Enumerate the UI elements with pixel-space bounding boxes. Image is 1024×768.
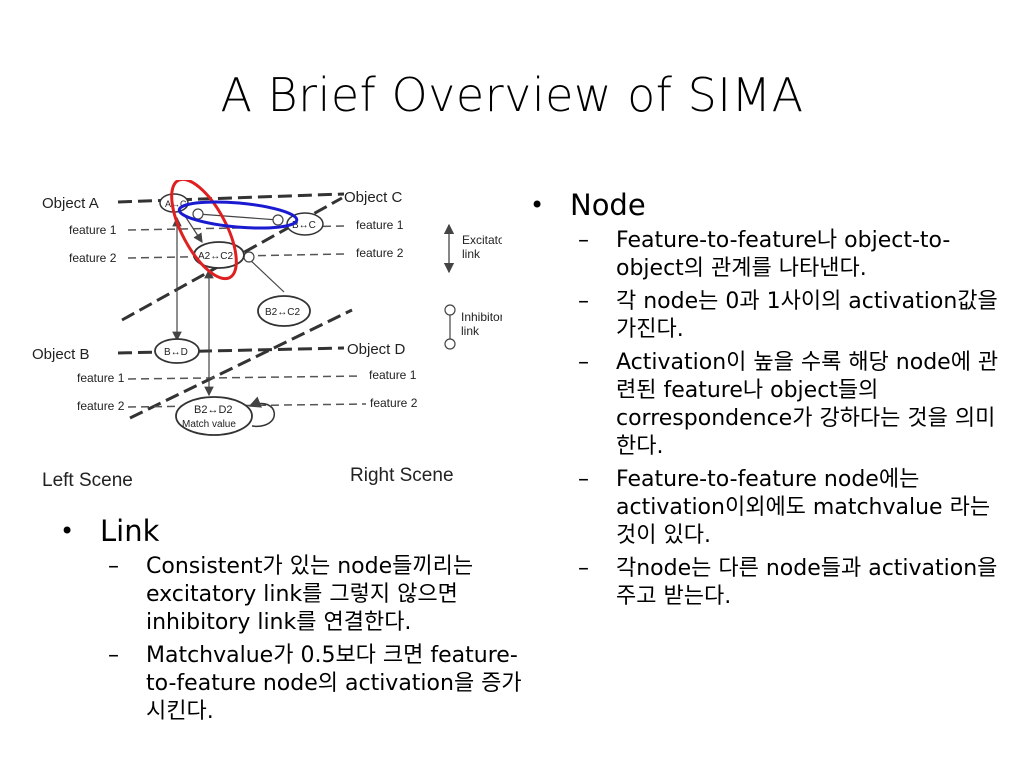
inhibitory-legend-label: link — [461, 324, 480, 338]
feature-line — [127, 375, 363, 380]
blue-highlight — [177, 200, 299, 230]
node-bd — [154, 338, 200, 364]
feature1-label-a: feature 1 — [69, 223, 117, 237]
node-item: –각node는 다른 node들과 activation을 주고 받는다. — [578, 556, 998, 609]
feature1-label-d: feature 1 — [369, 368, 417, 382]
node-item: –각 node는 0과 1사이의 activation값을 가진다. — [578, 289, 998, 342]
inhibitory-legend-label: Inhibitory — [461, 310, 502, 324]
inhibitory-link-end — [192, 208, 204, 220]
inhibitory-legend-end — [444, 338, 456, 350]
inhibitory-link — [247, 257, 285, 293]
slide-title: A Brief Overview of SIMA — [220, 68, 804, 122]
object-d-label: Object D — [347, 341, 406, 358]
right-scene-label: Right Scene — [350, 465, 454, 486]
feature2-label-a: feature 2 — [69, 251, 117, 265]
left-scene-label: Left Scene — [42, 470, 133, 491]
node-b2d2 — [175, 396, 253, 436]
feature2-label-c: feature 2 — [356, 246, 404, 260]
inhibitory-link-end — [272, 214, 284, 226]
scene-diagonal-lower — [129, 308, 353, 420]
node-item: –Feature-to-feature node에는 activation이외에… — [578, 467, 991, 548]
node-b2c2 — [257, 295, 311, 327]
link-item: –Consistent가 있는 node들끼리는 excitatory link… — [108, 554, 474, 635]
feature2-label-b: feature 2 — [77, 399, 125, 413]
excitatory-legend-label: link — [462, 247, 481, 261]
object-a-line — [117, 192, 345, 204]
node-section: Node –Feature-to-feature나 object-to-obje… — [524, 188, 1014, 611]
node-item: –Feature-to-feature나 object-to-object의 관… — [578, 228, 951, 281]
inhibitory-link — [197, 213, 279, 221]
excitatory-arrow — [184, 215, 203, 244]
node-item: –Activation이 높을 수록 해당 node에 관련된 feature나… — [578, 350, 999, 459]
node-b2c2-label: B2↔C2 — [265, 307, 300, 318]
link-item: –Matchvalue가 0.5보다 크면 feature-to-feature… — [108, 643, 522, 724]
object-b-label: Object B — [32, 346, 90, 363]
node-heading: Node –Feature-to-feature나 object-to-obje… — [524, 188, 1014, 611]
feature1-label-c: feature 1 — [356, 218, 404, 232]
node-bd-label: B↔D — [164, 347, 188, 358]
sima-diagram: Object A Object C Object B Object D feat… — [32, 180, 502, 491]
node-b2d2-label: B2↔D2 — [194, 404, 233, 416]
node-ac-label: A↔C — [165, 199, 187, 209]
match-value-label: Match value — [182, 419, 236, 430]
excitatory-legend-label: Excitatory — [462, 233, 502, 247]
feature1-label-b: feature 1 — [77, 371, 125, 385]
self-loop-arrow — [248, 396, 276, 427]
feature2-label-d: feature 2 — [370, 396, 418, 410]
object-a-label: Object A — [42, 195, 99, 212]
link-section: Link –Consistent가 있는 node들끼리는 excitatory… — [54, 514, 534, 726]
node-a2c2-label: A2↔C2 — [198, 251, 233, 262]
link-heading: Link –Consistent가 있는 node들끼리는 excitatory… — [54, 514, 534, 726]
node-bc-label: B↔C — [292, 220, 316, 231]
inhibitory-legend-end — [444, 304, 456, 316]
inhibitory-link-end — [243, 251, 255, 263]
red-highlight — [170, 180, 238, 281]
object-c-label: Object C — [344, 189, 403, 206]
object-b-line — [117, 346, 345, 355]
